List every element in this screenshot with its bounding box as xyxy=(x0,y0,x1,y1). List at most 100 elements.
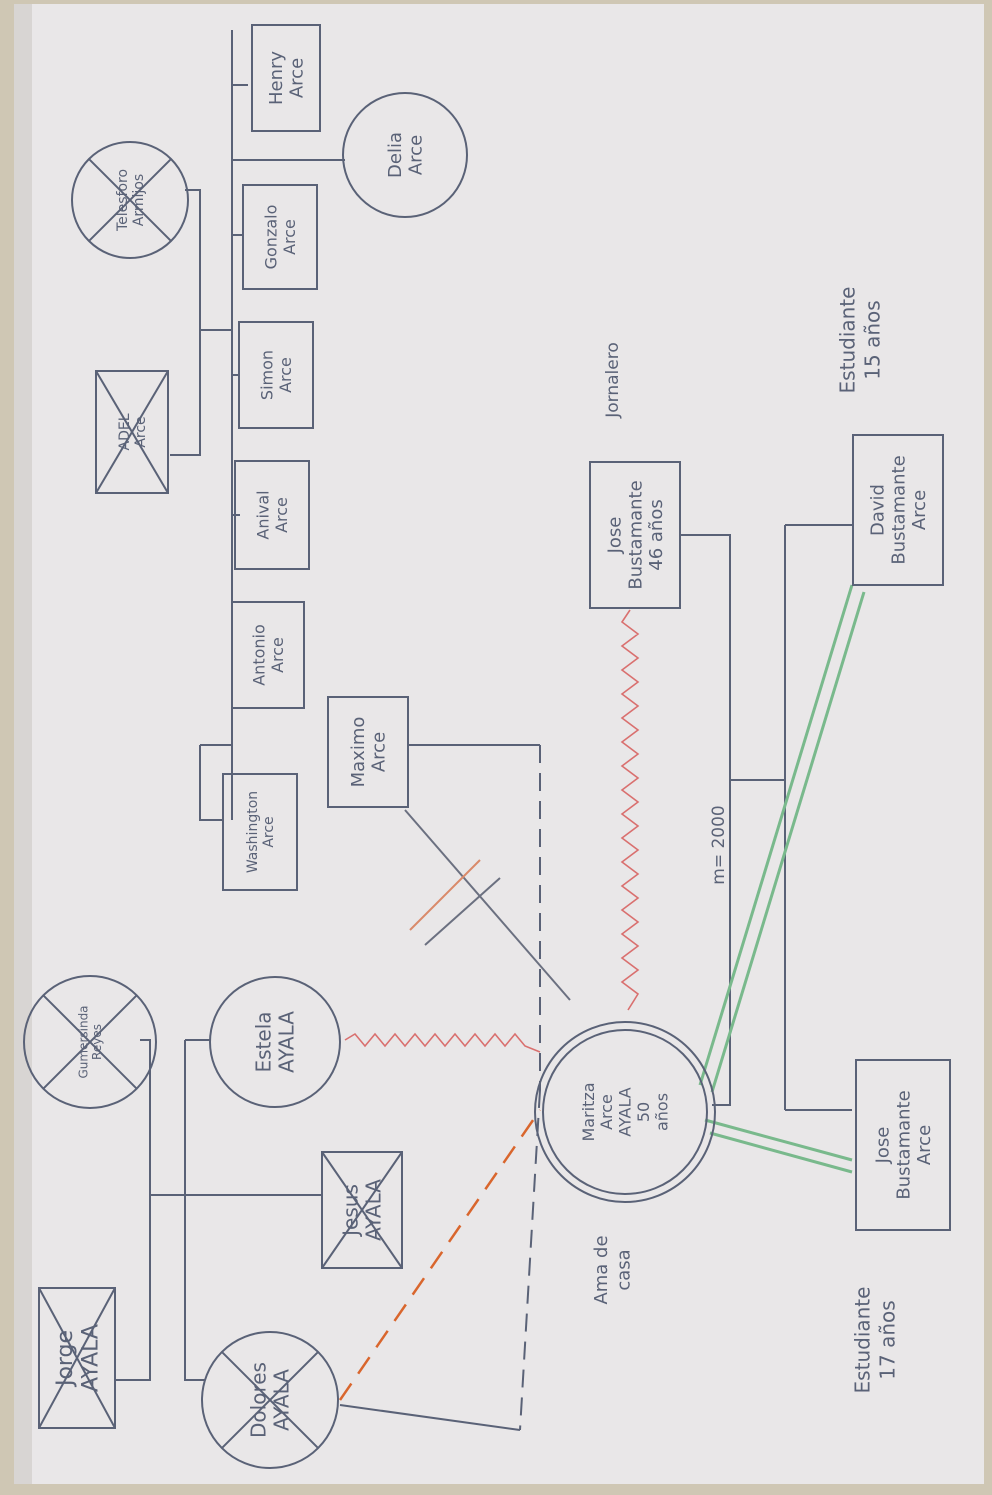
female-symbol xyxy=(201,1331,339,1469)
person-name-line: AYALA xyxy=(270,1369,294,1431)
female-symbol xyxy=(534,1021,716,1203)
annotation-line: Jornalero xyxy=(603,342,623,419)
person-name-line: Henry xyxy=(266,51,287,105)
green-jose-hijo-1 xyxy=(704,1118,853,1162)
annotation-jornalero: Jornalero xyxy=(603,342,623,419)
person-name-line: AYALA xyxy=(362,1179,386,1241)
annotation-line: casa xyxy=(614,1249,635,1290)
person-name-line: ADEL xyxy=(117,413,133,450)
male-symbol xyxy=(327,696,409,808)
male-symbol xyxy=(321,1151,403,1269)
cutoff-line xyxy=(404,809,571,1001)
person-name-line: Dolores xyxy=(247,1362,271,1438)
deceased-mark xyxy=(95,370,169,494)
person-name-line: Arce xyxy=(597,1094,616,1130)
person-name-line: Arce xyxy=(406,135,427,175)
deceased-mark xyxy=(221,1351,319,1449)
annotation-line: m= 2000 xyxy=(709,805,729,884)
person-name-line: Arce xyxy=(369,732,390,772)
annotation-line: Estudiante xyxy=(851,1287,875,1394)
deceased-mark xyxy=(321,1151,403,1269)
male-symbol xyxy=(38,1287,116,1429)
person-name-line: Arce xyxy=(914,1125,935,1165)
line-dolores-to-maritza xyxy=(339,1404,521,1431)
person-name-line: Jose xyxy=(605,517,626,555)
person-name-line: Arce xyxy=(276,357,295,393)
person-name-line: Bustamante xyxy=(888,455,909,564)
paper-shadow-edge xyxy=(14,4,32,1484)
person-name-line: AYALA xyxy=(78,1324,103,1392)
green-jose-hijo-2 xyxy=(709,1131,853,1174)
male-symbol xyxy=(238,321,314,429)
female-symbol xyxy=(342,92,468,218)
person-name-line: 50 xyxy=(634,1102,653,1122)
person-name-line: Washington xyxy=(245,791,261,873)
deceased-mark xyxy=(38,1287,116,1429)
person-name-line: Antonio xyxy=(249,624,268,686)
kinship-lines xyxy=(114,30,852,1431)
male-symbol xyxy=(234,460,310,570)
close-relation-lines xyxy=(698,584,866,1174)
line-adel-telesforo xyxy=(170,189,201,456)
person-name-line: Gonzalo xyxy=(261,205,280,270)
person-name-line: Telesforo xyxy=(115,169,131,232)
person-name-line: Estela xyxy=(252,1011,276,1072)
cutoff-bar-1 xyxy=(409,859,481,931)
person-name-line: años xyxy=(652,1093,671,1131)
person-name-line: Maritza xyxy=(579,1082,598,1141)
annotation-marriage: m= 2000 xyxy=(709,805,729,884)
male-symbol xyxy=(855,1059,951,1231)
person-name-line: Arce xyxy=(133,416,149,447)
annotation-line: Estudiante xyxy=(836,287,860,394)
person-name-line: Jesus xyxy=(339,1184,363,1238)
person-name-line: David xyxy=(868,484,889,536)
zigzag-jose-maritza xyxy=(620,609,640,1011)
person-name-line: 46 años xyxy=(646,499,667,570)
male-symbol xyxy=(95,370,169,494)
person-name-line: Arce xyxy=(272,497,291,533)
person-name-line: Arce xyxy=(287,58,308,98)
person-name-line: Gumersinda xyxy=(76,1005,90,1078)
male-symbol xyxy=(242,184,318,290)
person-name-line: Maximo xyxy=(348,717,369,788)
person-name-line: Simon xyxy=(257,350,276,400)
annotation-line: 15 años xyxy=(861,300,885,379)
line-maximo-maritza-dashed xyxy=(519,745,541,1431)
male-symbol xyxy=(222,773,298,891)
green-david-1 xyxy=(698,584,854,1086)
person-name-line: Anival xyxy=(253,490,272,539)
deceased-mark xyxy=(88,158,172,242)
person-name-line: Reyes xyxy=(90,1024,104,1060)
deceased-mark xyxy=(43,995,137,1089)
